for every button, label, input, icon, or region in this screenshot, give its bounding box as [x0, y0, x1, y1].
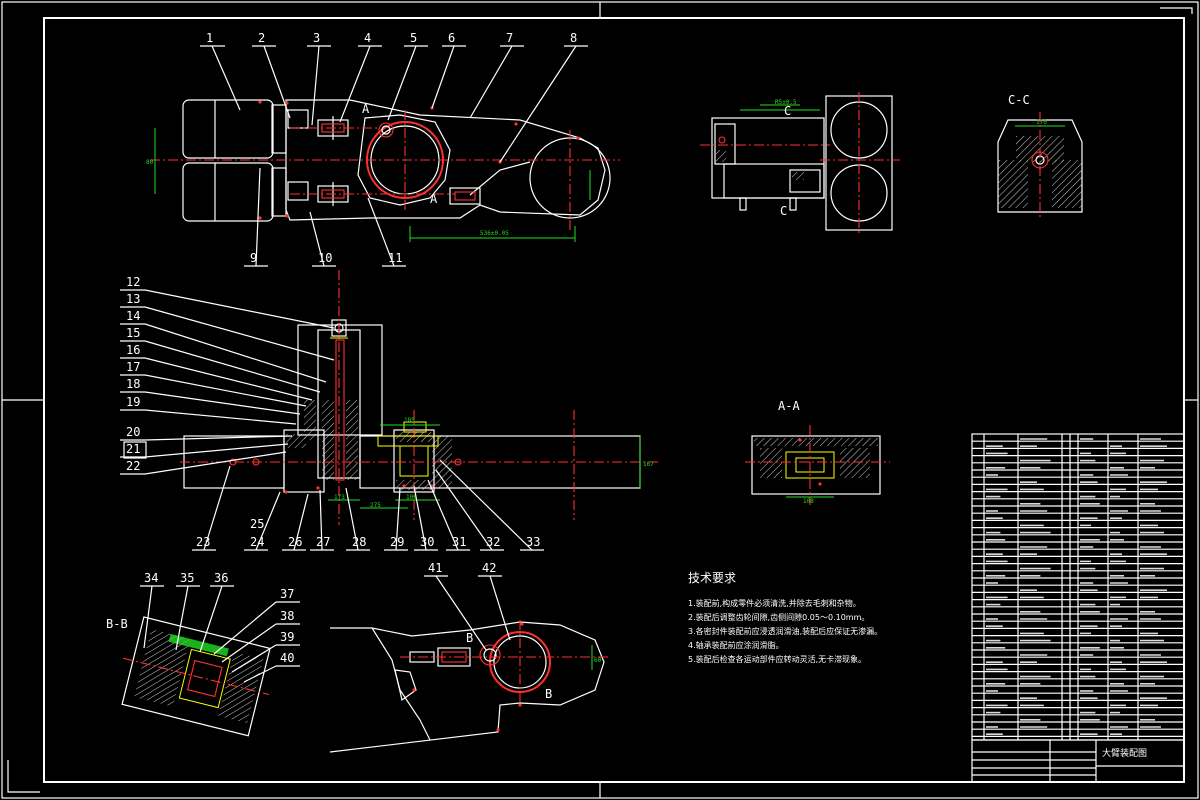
- mark-a-top: A: [362, 102, 370, 116]
- dim-cc-width: 170: [1036, 119, 1047, 126]
- title-block-name: 大臂装配图: [1102, 747, 1147, 759]
- mark-b-top: B: [466, 631, 473, 645]
- dim-detail: 60: [594, 657, 602, 664]
- part-label-6: 6: [448, 31, 455, 45]
- dim-mid-vert: 167: [643, 461, 654, 468]
- dim-top-vert: 80: [146, 159, 154, 166]
- section-bb-label: B-B: [106, 617, 128, 631]
- middle-view-labels: 12 13 14 15 16 17 18 19 20 21 22 23 24 2…: [120, 275, 544, 551]
- mark-b-bottom: B: [545, 687, 552, 701]
- part-label-33: 33: [526, 535, 540, 549]
- part-label-1: 1: [206, 31, 213, 45]
- part-label-36: 36: [214, 571, 228, 585]
- part-label-41: 41: [428, 561, 442, 575]
- part-label-38: 38: [280, 609, 294, 623]
- part-label-28: 28: [352, 535, 366, 549]
- part-label-20: 20: [126, 425, 140, 439]
- part-label-7: 7: [506, 31, 513, 45]
- tech-line-2: 2.装配后调整齿轮间隙,齿侧间隙0.05～0.10mm。: [688, 612, 869, 622]
- part-label-21: 21: [126, 442, 140, 456]
- dim-mid-173: 173: [334, 494, 345, 501]
- mark-c-bottom: C: [780, 204, 787, 218]
- mark-c-top: C: [784, 104, 791, 118]
- part-label-35: 35: [180, 571, 194, 585]
- parts-list-table: [971, 433, 1185, 741]
- section-view-bb: B-B 34 35 36 37 38 39 40: [106, 571, 300, 737]
- dim-top-length: 536±0.05: [480, 230, 509, 237]
- part-label-29: 29: [390, 535, 404, 549]
- part-label-15: 15: [126, 326, 140, 340]
- dim-mid-185: 185: [404, 417, 415, 424]
- dim-aa: 108: [803, 498, 814, 505]
- tech-line-3: 3.各密封件装配前应浸透润滑油,装配后应保证无渗漏。: [688, 626, 882, 636]
- part-label-39: 39: [280, 630, 294, 644]
- part-label-3: 3: [313, 31, 320, 45]
- part-label-5: 5: [410, 31, 417, 45]
- part-label-25: 25: [250, 517, 264, 531]
- part-label-18: 18: [126, 377, 140, 391]
- top-view-labels: 1 2 3 4 5 6 7 8 9 10 11 A A 536±0.05: [146, 31, 588, 267]
- tech-line-5: 5.装配后检查各运动部件应转动灵活,无卡滞现象。: [688, 654, 866, 664]
- part-label-23: 23: [196, 535, 210, 549]
- dim-mid-108: 108: [406, 494, 417, 501]
- part-label-9: 9: [250, 251, 257, 265]
- dim-mid-275: 275: [370, 502, 381, 509]
- part-label-34: 34: [144, 571, 158, 585]
- part-label-8: 8: [570, 31, 577, 45]
- part-label-11: 11: [388, 251, 402, 265]
- section-cc-label: C-C: [1008, 93, 1030, 107]
- part-label-12: 12: [126, 275, 140, 289]
- title-block: 大臂装配图: [971, 739, 1185, 783]
- part-label-27: 27: [316, 535, 330, 549]
- part-label-17: 17: [126, 360, 140, 374]
- detail-view-b: 60 B B 41 42: [329, 561, 610, 753]
- top-view-arm: [150, 99, 620, 242]
- part-label-2: 2: [258, 31, 265, 45]
- part-label-37: 37: [280, 587, 294, 601]
- section-aa-label: A-A: [778, 399, 800, 413]
- part-label-32: 32: [486, 535, 500, 549]
- tech-title: 技术要求: [688, 571, 736, 585]
- part-label-16: 16: [126, 343, 140, 357]
- part-label-30: 30: [420, 535, 434, 549]
- mark-a-bottom: A: [430, 192, 438, 206]
- side-view-c: R5±0.5 C C: [700, 92, 900, 234]
- dim-c-top: R5±0.5: [775, 99, 797, 106]
- part-label-4: 4: [364, 31, 371, 45]
- section-view-cc: C-C 170: [997, 93, 1083, 220]
- part-label-22: 22: [126, 459, 140, 473]
- part-label-26: 26: [288, 535, 302, 549]
- part-label-13: 13: [126, 292, 140, 306]
- technical-requirements: 技术要求 1.装配前,构成零件必须清洗,并除去毛刺和杂物。 2.装配后调整齿轮间…: [688, 571, 882, 664]
- section-view-aa: A-A 108: [745, 399, 890, 505]
- part-label-14: 14: [126, 309, 140, 323]
- tech-line-1: 1.装配前,构成零件必须清洗,并除去毛刺和杂物。: [688, 598, 861, 608]
- part-label-42: 42: [482, 561, 496, 575]
- tech-line-4: 4.轴承装配前应涂润滑脂。: [688, 640, 784, 650]
- part-label-19: 19: [126, 395, 140, 409]
- part-label-40: 40: [280, 651, 294, 665]
- middle-section-view: 185 275 173 108 167: [180, 270, 660, 525]
